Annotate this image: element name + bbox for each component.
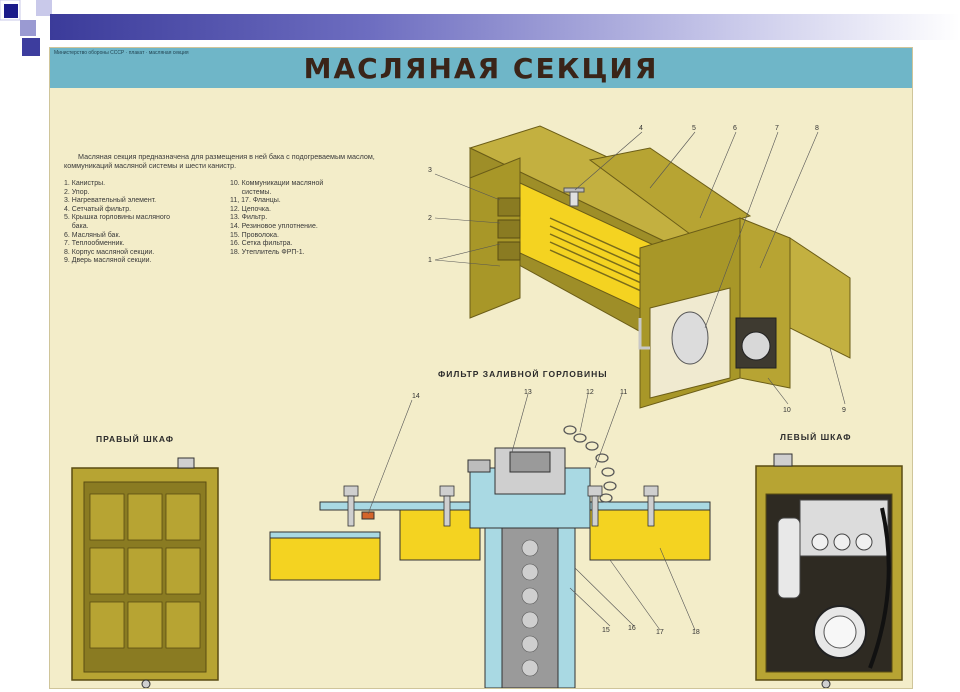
- filter-section-title: ФИЛЬТР ЗАЛИВНОЙ ГОРЛОВИНЫ: [438, 369, 608, 379]
- callout-3: 3: [428, 167, 432, 174]
- intro-text: Масляная секция предназначена для размещ…: [64, 152, 375, 170]
- callout-16: 16: [628, 625, 636, 632]
- callout-13: 13: [524, 389, 532, 396]
- legend-item: 12. Цепочка.: [230, 205, 271, 213]
- legend-item: 9. Дверь масляной секции.: [64, 257, 152, 265]
- callout-2: 2: [428, 215, 432, 222]
- legend-right: 10. Коммуникации масляной системы. 11, 1…: [230, 180, 380, 257]
- slide-header-bar: [50, 14, 960, 40]
- callout-14: 14: [412, 393, 420, 400]
- callout-4: 4: [639, 125, 643, 132]
- callout-17: 17: [656, 629, 664, 636]
- legend-item: 1. Канистры.: [64, 180, 106, 187]
- legend-left: 1. Канистры. 2. Упор. 3. Нагревательный …: [64, 180, 234, 266]
- legend-item: 5. Крышка горловины масляного: [64, 214, 171, 222]
- oil-section-cutaway: [468, 125, 851, 409]
- right-cabinet-title: ПРАВЫЙ ШКАФ: [96, 434, 175, 444]
- legend-item: 6. Масляный бак.: [64, 231, 121, 239]
- legend-item: 16. Сетка фильтра.: [230, 240, 293, 248]
- callout-11: 11: [620, 389, 627, 396]
- legend-item: системы.: [230, 188, 272, 196]
- slide-decoration-squares: [0, 0, 52, 56]
- legend-item: бака.: [64, 222, 89, 230]
- poster-title: МАСЛЯНАЯ СЕКЦИЯ: [303, 52, 659, 85]
- callout-10: 10: [783, 407, 791, 414]
- legend-item: 13. Фильтр.: [230, 214, 268, 222]
- right-cabinet: [71, 457, 219, 688]
- legend-item: 18. Утеплитель ФРП-1.: [230, 248, 305, 256]
- banner-small-text: Министерство обороны СССР · плакат · мас…: [54, 50, 189, 56]
- callout-lines-main: [434, 131, 846, 405]
- legend-item: 14. Резиновое уплотнение.: [230, 222, 318, 230]
- poster-illustration: 3 2 1 4 5 6 7 8 9 10: [71, 125, 903, 688]
- callout-7: 7: [775, 125, 779, 132]
- callout-5: 5: [692, 125, 696, 132]
- left-cabinet-title: ЛЕВЫЙ ШКАФ: [780, 432, 852, 442]
- legend-item: 8. Корпус масляной секции.: [64, 248, 155, 256]
- legend-item: 3. Нагревательный элемент.: [64, 197, 157, 205]
- poster: Министерство обороны СССР · плакат · мас…: [50, 48, 912, 688]
- callout-18: 18: [692, 629, 700, 636]
- legend-item: 7. Теплообменник.: [64, 240, 125, 248]
- callout-1: 1: [428, 257, 432, 264]
- legend-item: 10. Коммуникации масляной: [230, 180, 324, 187]
- callout-12: 12: [586, 389, 594, 396]
- callout-15: 15: [602, 627, 610, 634]
- left-cabinet: [755, 453, 903, 688]
- callout-lines-filter: [367, 393, 696, 631]
- poster-banner: Министерство обороны СССР · плакат · мас…: [50, 48, 912, 88]
- filler-filter-section: [269, 425, 711, 688]
- legend-item: 4. Сетчатый фильтр.: [64, 205, 132, 213]
- callout-9: 9: [842, 407, 846, 414]
- callout-8: 8: [815, 125, 819, 132]
- legend-item: 15. Проволока.: [230, 231, 279, 239]
- legend-item: 2. Упор.: [64, 188, 90, 196]
- legend-item: 11, 17. Фланцы.: [230, 197, 281, 205]
- callout-6: 6: [733, 125, 737, 132]
